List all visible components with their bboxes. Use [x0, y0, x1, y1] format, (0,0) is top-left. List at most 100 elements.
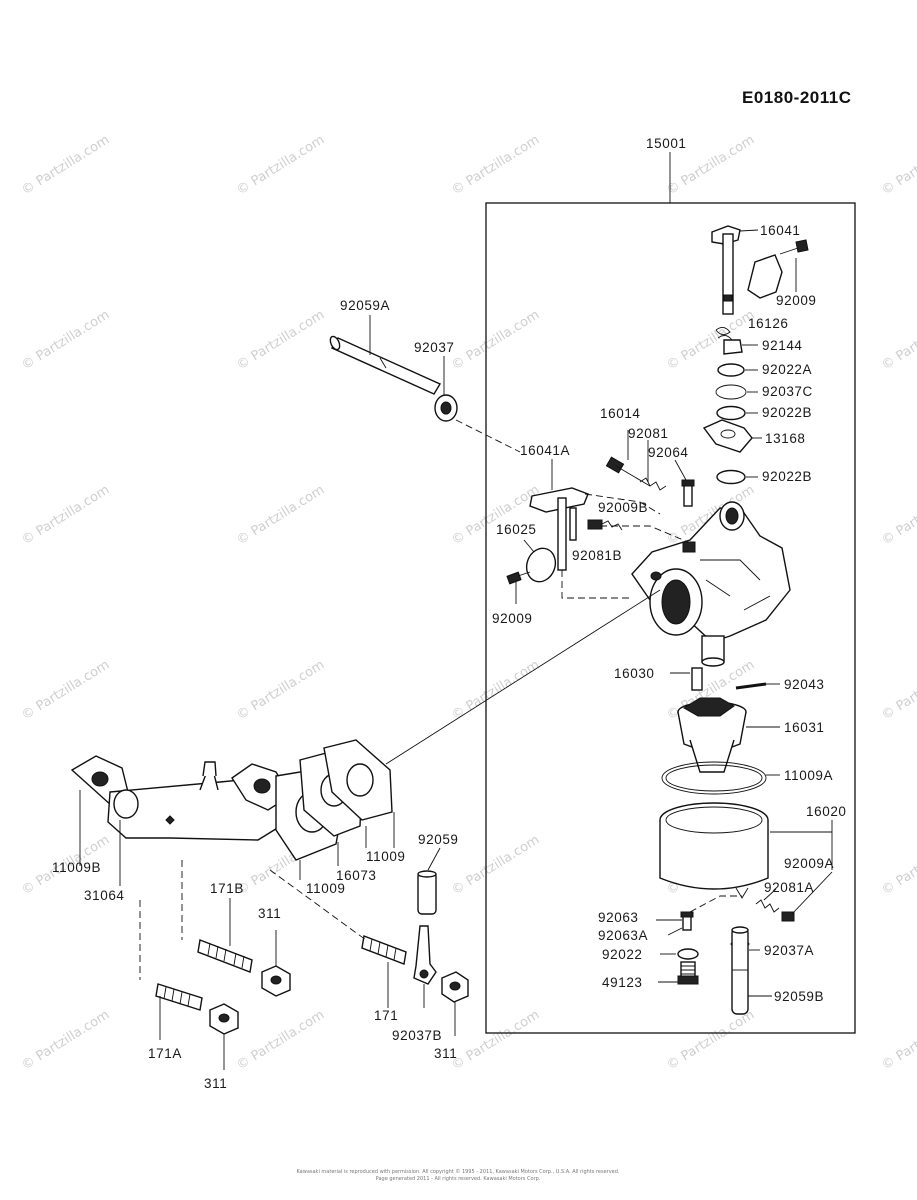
part-label-92081b[interactable]: 92081B	[572, 548, 622, 563]
part-92022b-washer	[716, 405, 746, 421]
part-92022-washer	[677, 948, 699, 960]
part-16025-throttle-valve	[523, 539, 557, 583]
part-label-92059a[interactable]: 92059A	[340, 298, 390, 313]
part-label-92009a[interactable]: 92009A	[784, 856, 834, 871]
part-label-171[interactable]: 171	[374, 1008, 398, 1023]
watermark: © Partzilla.com	[234, 483, 327, 549]
part-label-92037a[interactable]: 92037A	[764, 943, 814, 958]
watermark: © Partzilla.com	[879, 833, 917, 899]
part-label-11009a[interactable]: 11009A	[784, 768, 833, 783]
part-label-11009-lower[interactable]: 11009	[306, 881, 346, 896]
part-16020-float-bowl	[659, 802, 833, 899]
part-label-92037c[interactable]: 92037C	[762, 384, 813, 399]
watermark: © Partzilla.com	[234, 1008, 327, 1074]
part-311-nut-c	[209, 1003, 239, 1070]
part-label-11009-upper[interactable]: 11009	[366, 849, 406, 864]
part-label-16041a[interactable]: 16041A	[520, 443, 570, 458]
part-label-16031[interactable]: 16031	[784, 720, 825, 735]
part-label-92022b[interactable]: 92022B	[762, 405, 812, 420]
part-16014-idle-screw	[605, 430, 651, 487]
part-label-16126[interactable]: 16126	[748, 316, 789, 331]
part-label-92063a[interactable]: 92063A	[598, 928, 648, 943]
leader-line	[385, 589, 661, 765]
part-171a-stud	[139, 900, 203, 1040]
part-label-311-lower[interactable]: 311	[204, 1076, 227, 1091]
part-label-311-right[interactable]: 311	[434, 1046, 457, 1061]
watermark-layer: © Partzilla.com © Partzilla.com © Partzi…	[19, 133, 917, 1074]
part-16041-choke-shaft	[711, 225, 759, 315]
part-92063-drain-screw	[656, 911, 694, 936]
part-label-92022[interactable]: 92022	[602, 947, 643, 962]
part-label-171b[interactable]: 171B	[210, 881, 244, 896]
part-label-16014[interactable]: 16014	[600, 406, 641, 421]
part-16041a-throttle-shaft	[529, 459, 589, 571]
part-171b-stud	[181, 860, 253, 973]
part-16031-float	[677, 697, 780, 773]
watermark: © Partzilla.com	[879, 133, 917, 199]
part-92144-spring	[715, 327, 758, 355]
part-label-11009b[interactable]: 11009B	[52, 860, 101, 875]
watermark: © Partzilla.com	[19, 483, 112, 549]
watermark: © Partzilla.com	[879, 483, 917, 549]
leader-line	[600, 525, 689, 543]
part-label-92059b[interactable]: 92059B	[774, 989, 824, 1004]
part-label-92009-lower[interactable]: 92009	[492, 611, 533, 626]
part-label-13168[interactable]: 13168	[765, 431, 806, 446]
part-92059b-tube	[731, 926, 772, 1015]
part-label-31064[interactable]: 31064	[84, 888, 125, 903]
watermark: © Partzilla.com	[19, 133, 112, 199]
watermark: © Partzilla.com	[449, 658, 542, 724]
part-16030-main-jet	[670, 667, 703, 691]
part-92022b-washer-lower	[716, 469, 746, 485]
watermark: © Partzilla.com	[234, 308, 327, 374]
part-311-nut-b	[441, 971, 469, 1036]
part-manifold	[70, 739, 393, 861]
part-label-16041[interactable]: 16041	[760, 223, 801, 238]
leader-line	[584, 493, 661, 515]
leader-line	[455, 419, 521, 453]
part-92022a-washer	[717, 363, 745, 377]
part-label-92063[interactable]: 92063	[598, 910, 639, 925]
watermark: © Partzilla.com	[879, 308, 917, 374]
part-label-311-upper[interactable]: 311	[258, 906, 281, 921]
part-label-92081a[interactable]: 92081A	[764, 880, 814, 895]
part-92059a-tube	[329, 315, 442, 395]
watermark: © Partzilla.com	[234, 658, 327, 724]
part-92009-choke-plate	[747, 239, 809, 299]
diagram-reference-code: E0180-2011C	[742, 88, 851, 107]
part-label-92043[interactable]: 92043	[784, 677, 825, 692]
part-label-92081[interactable]: 92081	[628, 426, 669, 441]
watermark: © Partzilla.com	[664, 308, 757, 374]
part-92009-small-screw	[506, 571, 531, 604]
leader-line	[689, 895, 742, 913]
part-label-16030[interactable]: 16030	[614, 666, 655, 681]
part-92009a-screw	[781, 871, 833, 922]
watermark: © Partzilla.com	[449, 133, 542, 199]
part-label-171a[interactable]: 171A	[148, 1046, 182, 1061]
part-label-16025[interactable]: 16025	[496, 522, 537, 537]
part-label-92009[interactable]: 92009	[776, 293, 817, 308]
part-311-nut-a	[261, 930, 291, 997]
part-label-16073[interactable]: 16073	[336, 868, 377, 883]
part-label-92037b[interactable]: 92037B	[392, 1028, 442, 1043]
part-label-92059[interactable]: 92059	[418, 832, 459, 847]
part-label-92022a[interactable]: 92022A	[762, 362, 812, 377]
watermark: © Partzilla.com	[879, 658, 917, 724]
part-label-92064[interactable]: 92064	[648, 445, 689, 460]
part-11009a-gasket	[661, 761, 780, 795]
part-label-15001[interactable]: 15001	[646, 136, 687, 151]
part-label-92009b[interactable]: 92009B	[598, 500, 648, 515]
part-label-16020[interactable]: 16020	[806, 804, 847, 819]
part-92043-pin	[735, 682, 780, 690]
part-92081a-spring	[755, 888, 780, 913]
part-label-49123[interactable]: 49123	[602, 975, 643, 990]
carburetor-assembly-frame	[485, 202, 856, 1034]
part-label-92022b-lower[interactable]: 92022B	[762, 469, 812, 484]
watermark: © Partzilla.com	[449, 1008, 542, 1074]
watermark: © Partzilla.com	[19, 308, 112, 374]
part-label-92144[interactable]: 92144	[762, 338, 803, 353]
part-13168-lever	[702, 419, 762, 453]
part-92059-tube	[417, 847, 441, 915]
part-label-92037[interactable]: 92037	[414, 340, 455, 355]
